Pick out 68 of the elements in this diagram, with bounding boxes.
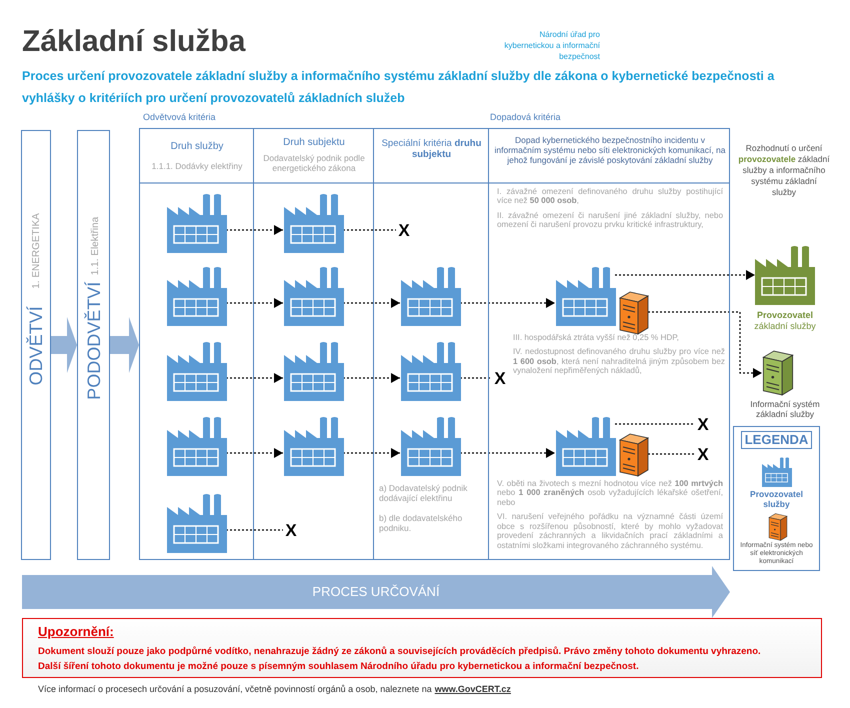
- cross-mark: X: [493, 369, 507, 390]
- criteria-text: V. oběti na životech s mezní hodnotou více než 100 mrtvých nebo 1 000 zraněných osob vyžadujících lékařské ošetření, nebo: [497, 479, 723, 508]
- factory-icon: [284, 416, 344, 476]
- factory-icon: [167, 341, 227, 401]
- warning-heading: Upozornění:: [38, 624, 115, 640]
- server-icon: [762, 350, 794, 396]
- factory-icon: [284, 193, 344, 253]
- server-icon: [619, 291, 649, 335]
- table-column: [139, 128, 254, 560]
- footer-link: www.GovCERT.cz: [434, 684, 511, 695]
- vertical-subheading: 1. ENERGETIKA: [31, 212, 43, 291]
- category-panel: [21, 130, 51, 560]
- criteria-text: Dodavatelský podnik podle energetického zákona: [262, 153, 366, 174]
- factory-icon: [167, 416, 227, 476]
- factory-icon: [284, 266, 344, 326]
- factory-icon: [284, 341, 344, 401]
- chevron-arrow: [110, 317, 139, 373]
- column-header: Speciální kritéria druhu subjektu: [380, 138, 482, 161]
- factory-icon: [556, 416, 616, 476]
- warning-text: Dokument slouží pouze jako podpůrné vodítko, nenahrazuje žádný ze zákonů a souvisejících prováděcích předpisů. Právo změny tohoto dokumentu vyhrazeno.: [38, 646, 762, 658]
- factory-icon: [167, 193, 227, 253]
- criteria-text: I. závažné omezení definovaného druhu služby postihující více než 50 000 osob,: [497, 187, 723, 206]
- criteria-text: b) dle dodavatelského podniku.: [379, 513, 464, 534]
- table-column: [253, 128, 374, 560]
- column-header: Druh subjektu: [282, 137, 346, 149]
- server-icon: [619, 433, 649, 477]
- criteria-text: IV. nedostupnost definovaného druhu služby pro více než 1 600 osob, která není nahraditelná jiným způsobem bez vynaložení nepřiměřených nákladů,: [513, 347, 725, 376]
- column-header: Druh služby: [170, 141, 224, 153]
- group-heading: Odvětvová kritéria: [143, 112, 217, 123]
- decision-text: Rozhodnutí o určení provozovatele základní služby a informačního systému základní služby: [738, 143, 830, 198]
- factory-icon: [401, 266, 461, 326]
- criteria-text: VI. narušení veřejného pořádku na významné části území obce s rozšířenou působností, které by mohlo vyžadovat provedení záchranných a likvidačních prací základními a ostatními složkami integrovaného záchranného systému.: [497, 512, 723, 550]
- table-column: [373, 128, 489, 560]
- vertical-heading: PODODVĚTVÍ: [84, 280, 106, 402]
- factory-icon: [167, 493, 227, 553]
- category-panel: [77, 130, 110, 560]
- factory-icon: [755, 245, 815, 305]
- factory-icon: [401, 416, 461, 476]
- column-header: Dopad kybernetického bezpečnostního incidentu v informačním systému nebo síti elektronických komunikací, na jehož fungování je závislé poskytování základní služby: [493, 135, 726, 166]
- table-column: [488, 128, 730, 560]
- process-label: PROCES URČOVÁNÍ: [311, 584, 441, 600]
- cross-mark: X: [696, 445, 710, 466]
- title: Základní služba: [22, 24, 246, 60]
- vertical-heading: ODVĚTVÍ: [26, 305, 48, 388]
- warning-text: Další šíření tohoto dokumentu je možné pouze s písemným souhlasem Národního úřadu pro kybernetickou a informační bezpečnost.: [38, 661, 640, 672]
- criteria-text: a) Dodavatelský podnik dodávající elektřinu: [379, 483, 468, 504]
- cross-mark: X: [397, 221, 411, 242]
- legend-title: LEGENDA: [741, 431, 812, 449]
- criteria-text: II. závažné omezení či narušení jiné základní služby, nebo omezení či narušení provozu prvku kritické infrastruktury,: [497, 210, 723, 230]
- cross-mark: X: [696, 415, 710, 436]
- cross-mark: X: [284, 521, 298, 542]
- chevron-arrow: [51, 317, 77, 373]
- arrow: [615, 270, 755, 280]
- group-heading: Dopadová kritéria: [490, 112, 562, 123]
- footer-text: Více informací o procesech určování a posuzování, včetně povinností orgánů a osob, naleznete na: [38, 684, 432, 695]
- factory-icon: [167, 266, 227, 326]
- node-caption: Provozovatel základní služby: [753, 310, 817, 332]
- factory-icon: [401, 341, 461, 401]
- connector-line: [648, 453, 695, 455]
- agency-name: Národní úřad pro kybernetickou a informační bezpečnost: [503, 30, 600, 62]
- legend-text: Provozovatel služby: [749, 489, 804, 510]
- subtitle: Proces určení provozovatele základní služby a informačního systému základní služby dle zákona o kybernetické bezpečnosti a vyhlášky o kritériích pro určení provozovatelů základních služeb: [22, 68, 776, 107]
- criteria-text: III. hospodářská ztráta vyšší než 0,25 % HDP,: [513, 333, 680, 342]
- connector-line: [615, 423, 695, 425]
- factory-icon: [556, 266, 616, 326]
- arrow: [648, 311, 762, 378]
- node-caption: Informační systém základní služby: [749, 399, 821, 420]
- criteria-text: 1.1.1. Dodávky elektřiny: [150, 161, 244, 172]
